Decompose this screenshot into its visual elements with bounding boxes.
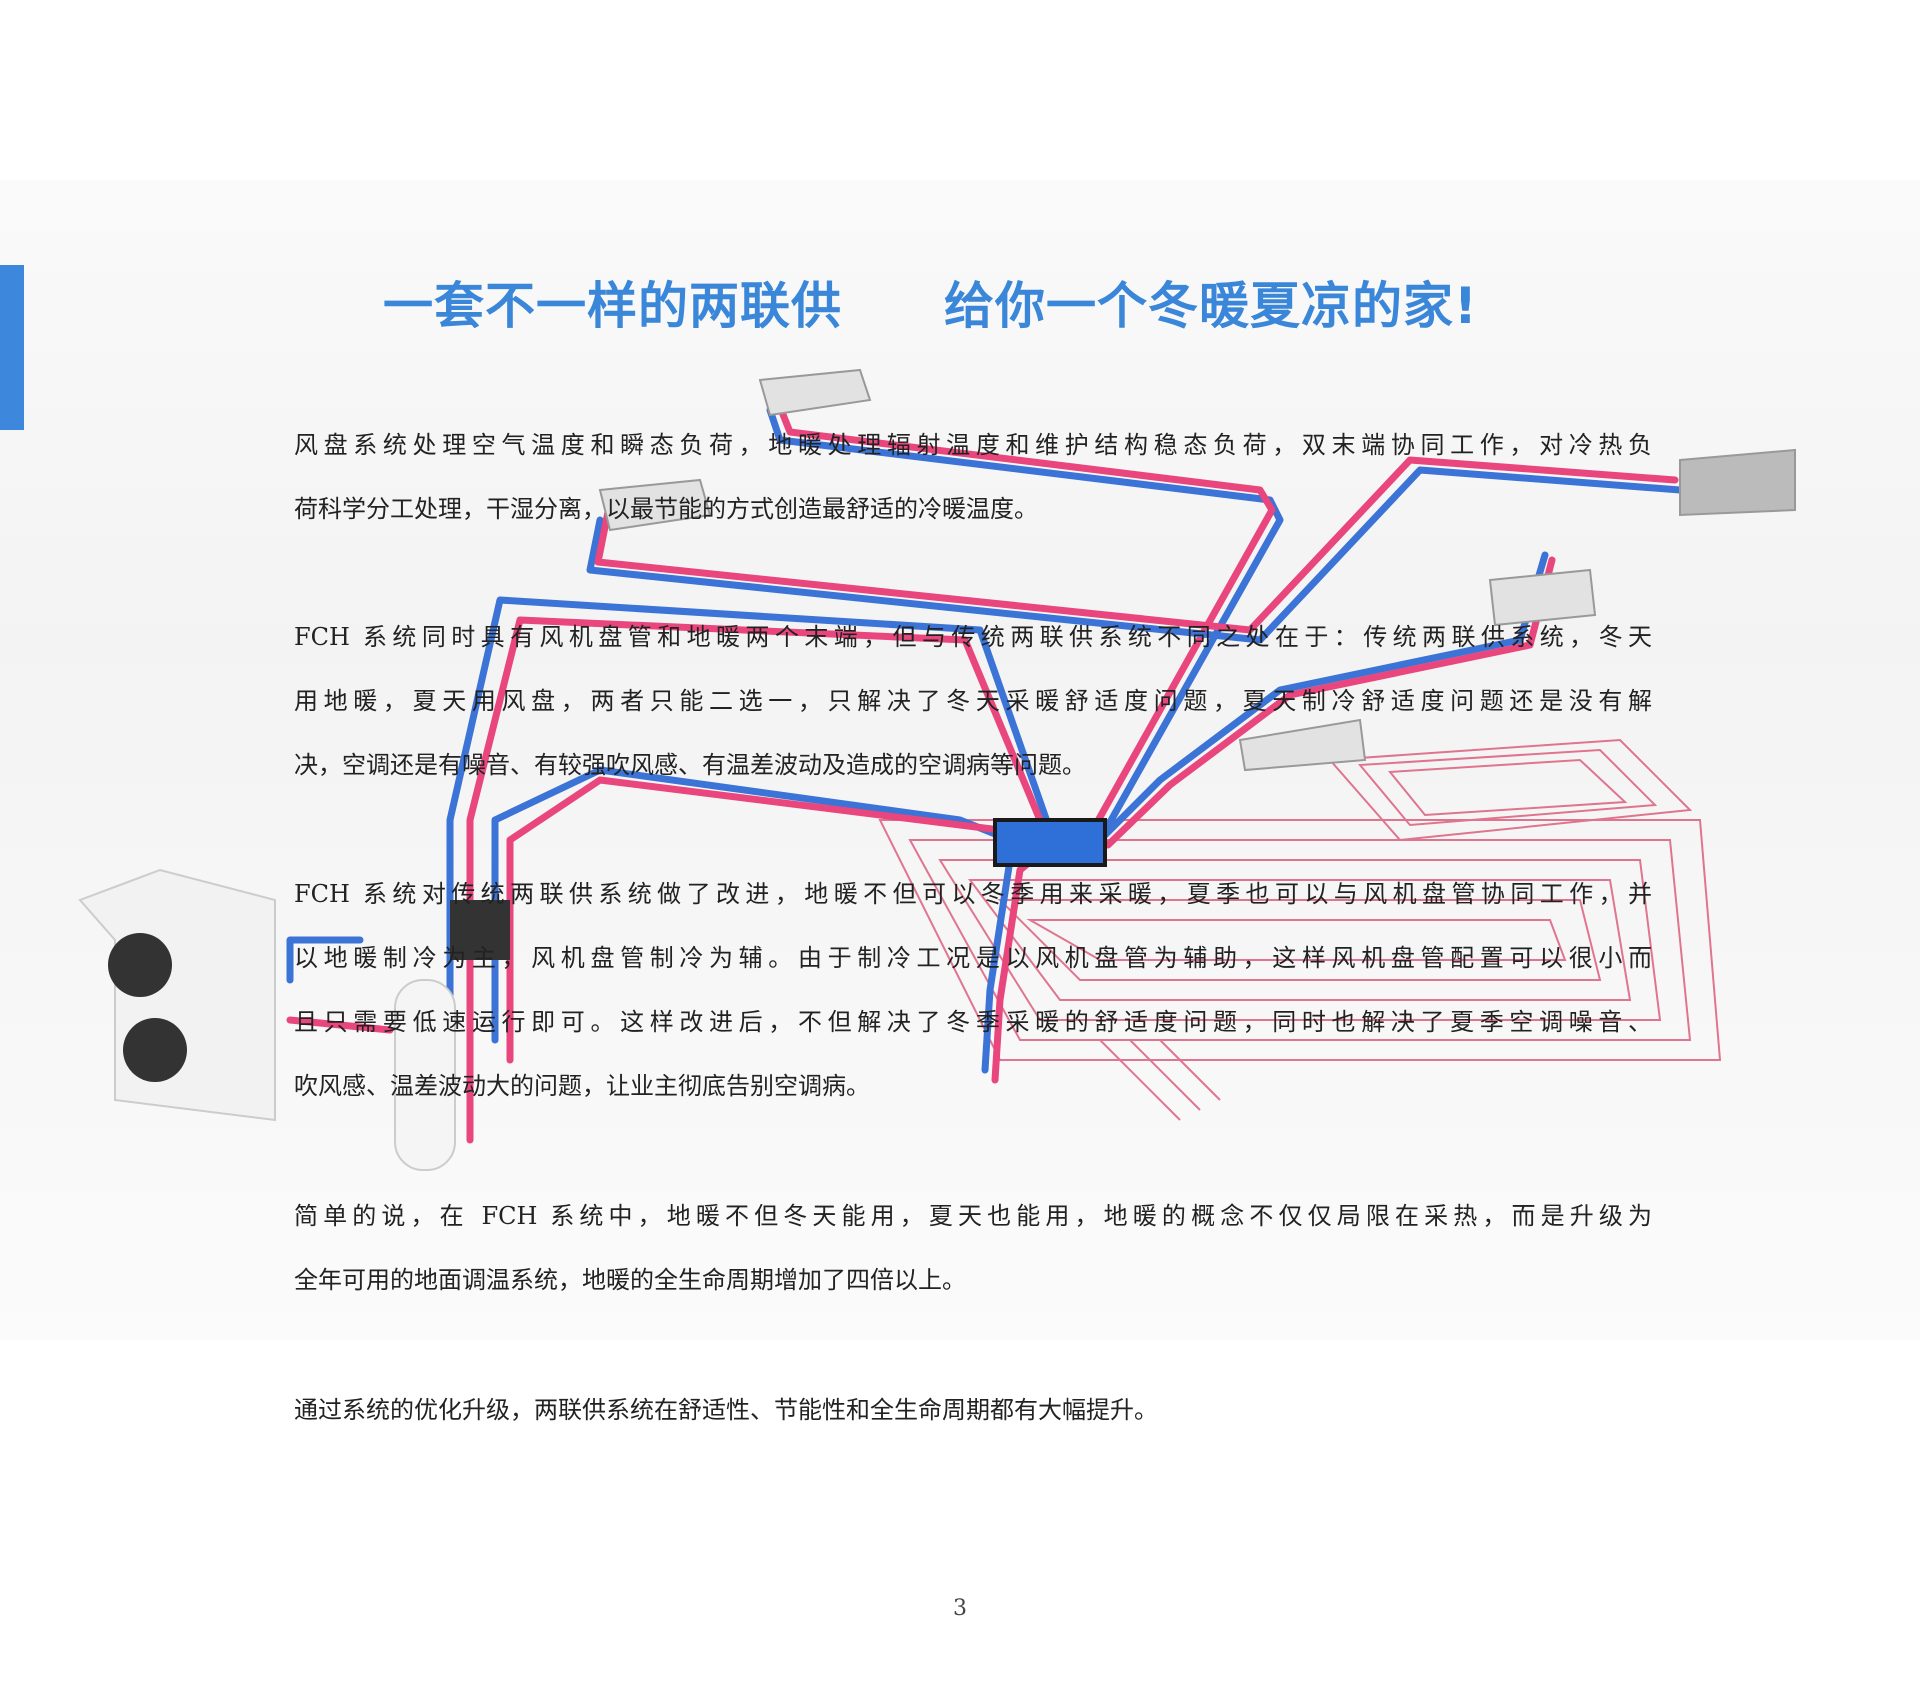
text-line: 风盘系统处理空气温度和瞬态负荷，地暖处理辐射温度和维护结构稳态负荷，双末端协同工… [294,431,1652,459]
paragraph-5: 通过系统的优化升级，两联供系统在舒适性、节能性和全生命周期都有大幅提升。 [294,1378,1652,1442]
fch-system-illustration [78,368,1796,1171]
paragraph-4: 简单的说，在 FCH 系统中，地暖不但冬天能用，夏天也能用，地暖的概念不仅仅局限… [294,1184,1652,1312]
text-line: 吹风感、温差波动大的问题，让业主彻底告别空调病。 [294,1072,870,1100]
text-line: 用地暖，夏天用风盘，两者只能二选一，只解决了冬天采暖舒适度问题，夏天制冷舒适度问… [294,687,1652,715]
text-line: 荷科学分工处理，干湿分离，以最节能的方式创造最舒适的冷暖温度。 [294,495,1038,523]
text-line: FCH 系统同时具有风机盘管和地暖两个末端，但与传统两联供系统不同之处在于：传统… [294,623,1652,651]
paragraph-1: 风盘系统处理空气温度和瞬态负荷，地暖处理辐射温度和维护结构稳态负荷，双末端协同工… [294,413,1652,541]
fan-coil-units [598,368,1796,772]
page-background [0,180,1920,1340]
page-title: 一套不一样的两联供 给你一个冬暖夏凉的家! [383,277,1478,335]
text-line: 简单的说，在 FCH 系统中，地暖不但冬天能用，夏天也能用，地暖的概念不仅仅局限… [294,1202,1652,1230]
text-line: FCH 系统对传统两联供系统做了改进，地暖不但可以冬季用来采暖，夏季也可以与风机… [294,880,1652,908]
text-line: 且只需要低速运行即可。这样改进后，不但解决了冬季采暖的舒适度问题，同时也解决了夏… [294,1008,1652,1036]
heat-pump-outdoor-unit [78,868,276,1122]
paragraph-2: FCH 系统同时具有风机盘管和地暖两个末端，但与传统两联供系统不同之处在于：传统… [294,605,1652,797]
water-tank [394,900,510,1171]
floor-heating-coils [878,738,1722,1121]
text-line: 以地暖制冷为主，风机盘管制冷为辅。由于制冷工况是以风机盘管为辅助，这样风机盘管配… [294,944,1652,972]
text-line: 决，空调还是有噪音、有较强吹风感、有温差波动及造成的空调病等问题。 [294,751,1086,779]
manifold [993,818,1107,867]
text-line: 通过系统的优化升级，两联供系统在舒适性、节能性和全生命周期都有大幅提升。 [294,1396,1158,1424]
accent-bar [0,265,24,430]
page-number: 3 [953,1596,967,1621]
paragraph-3: FCH 系统对传统两联供系统做了改进，地暖不但可以冬季用来采暖，夏季也可以与风机… [294,862,1652,1118]
text-line: 全年可用的地面调温系统，地暖的全生命周期增加了四倍以上。 [294,1266,966,1294]
